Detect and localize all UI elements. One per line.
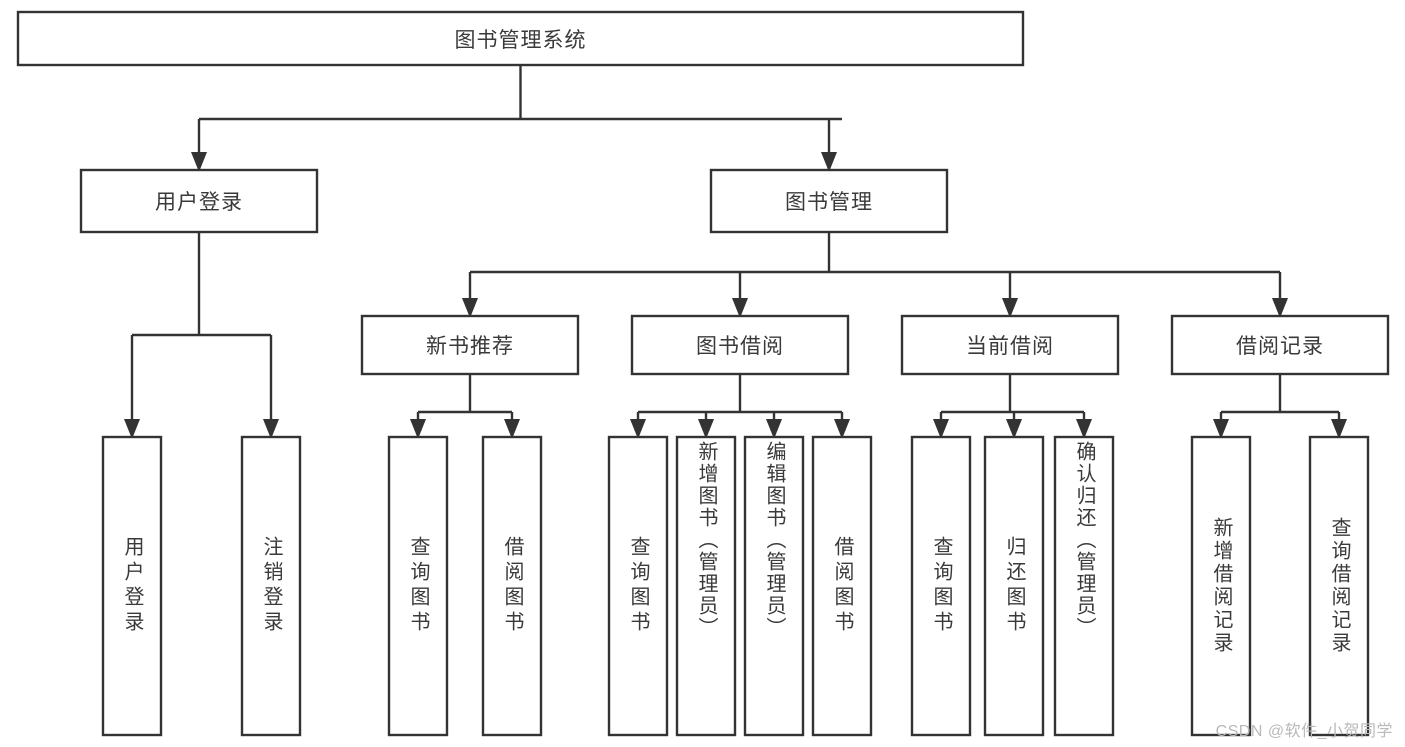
node-box-book-manage[interactable] <box>709 168 949 234</box>
node-box-new-book-recommend[interactable] <box>360 314 580 376</box>
connector-borrow-record-to-leaves <box>1213 374 1347 439</box>
node-box-current-borrow[interactable] <box>900 314 1120 376</box>
node-box-leaf-borrow-book-1[interactable] <box>481 435 543 737</box>
node-box-root[interactable] <box>16 10 1025 67</box>
arrowhead-book-manage <box>821 152 837 172</box>
connector-book-borrow-to-leaves <box>630 374 850 439</box>
node-box-leaf-add-book[interactable] <box>675 435 737 737</box>
arrowhead-leaf-logout <box>263 419 279 439</box>
node-box-leaf-logout[interactable] <box>240 435 302 737</box>
arrowhead-leaf-add-book <box>698 419 714 439</box>
node-box-book-borrow[interactable] <box>630 314 850 376</box>
node-box-leaf-borrow-book-2[interactable] <box>811 435 873 737</box>
connector-root-to-level2 <box>191 65 842 172</box>
arrowhead-leaf-borrow-book-2 <box>834 419 850 439</box>
arrowhead-new-book-recommend <box>462 298 478 318</box>
node-box-leaf-query-book-1[interactable] <box>387 435 449 737</box>
node-box-leaf-confirm-return[interactable] <box>1053 435 1115 737</box>
node-box-leaf-query-book-3[interactable] <box>910 435 972 737</box>
node-box-leaf-user-login[interactable] <box>101 435 163 737</box>
node-box-leaf-query-book-2[interactable] <box>607 435 669 737</box>
arrowhead-leaf-query-book-2 <box>630 419 646 439</box>
node-box-borrow-record[interactable] <box>1170 314 1390 376</box>
arrowhead-leaf-add-record <box>1213 419 1229 439</box>
arrowhead-current-borrow <box>1002 298 1018 318</box>
arrowhead-book-borrow <box>732 298 748 318</box>
node-box-leaf-add-record[interactable] <box>1190 435 1252 737</box>
arrowhead-leaf-query-book-1 <box>410 419 426 439</box>
connector-current-borrow-to-leaves <box>933 374 1092 439</box>
arrowhead-borrow-record <box>1272 298 1288 318</box>
node-box-leaf-return-book[interactable] <box>983 435 1045 737</box>
node-box-leaf-edit-book[interactable] <box>743 435 805 737</box>
arrowhead-leaf-query-book-3 <box>933 419 949 439</box>
arrowhead-leaf-user-login <box>124 419 140 439</box>
arrowhead-leaf-confirm-return <box>1076 419 1092 439</box>
arrowhead-user-login <box>191 152 207 172</box>
arrowhead-leaf-borrow-book-1 <box>504 419 520 439</box>
node-box-leaf-query-record[interactable] <box>1308 435 1370 737</box>
connector-new-book-recommend-to-leaves <box>410 374 520 439</box>
connector-book-manage-to-level3 <box>462 232 1288 318</box>
arrowhead-leaf-query-record <box>1331 419 1347 439</box>
node-box-user-login[interactable] <box>79 168 319 234</box>
connector-user-login-to-leaves <box>124 232 279 439</box>
arrowhead-leaf-return-book <box>1006 419 1022 439</box>
csdn-watermark: CSDN @软件_小贺同学 <box>1215 723 1393 740</box>
arrowhead-leaf-edit-book <box>766 419 782 439</box>
